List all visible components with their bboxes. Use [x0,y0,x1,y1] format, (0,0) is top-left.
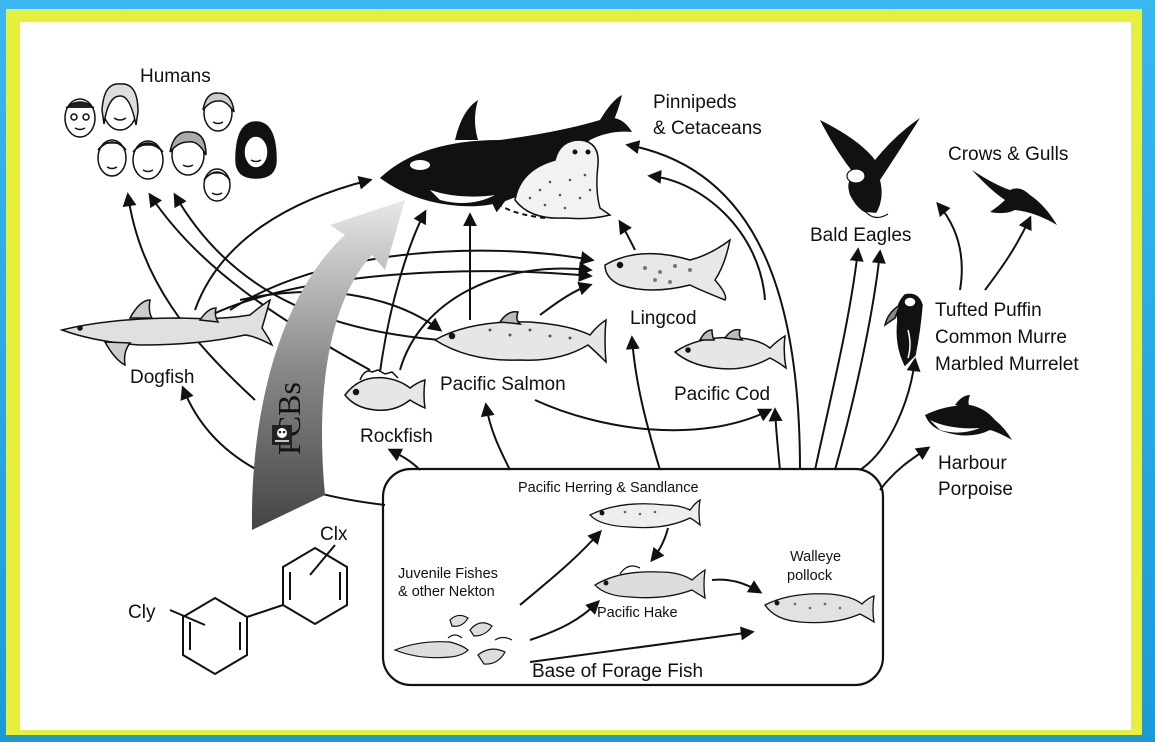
label-cetaceans: & Cetaceans [653,118,762,139]
label-rockfish: Rockfish [360,426,433,447]
arrow-hake-to-pollock [712,580,760,592]
arrow-salmon-to-lingcod [540,285,590,315]
label-cly: Cly [128,602,156,623]
human-face [65,99,95,137]
arrow-puffin-to-gulls [985,218,1030,290]
label-porpoise: Porpoise [938,479,1013,500]
arrow-juvenile-to-herring [520,532,600,605]
food-web-diagram: PCBs [20,22,1131,730]
label-pacific-cod: Pacific Cod [674,384,770,405]
label-juvenile-2: & other Nekton [398,584,495,600]
human-face [170,132,206,175]
juvenile-nekton-illustration [395,615,512,664]
arrow-forage-to-salmon [486,405,510,470]
rockfish-illustration [345,370,425,410]
bald-eagle-illustration [820,118,920,218]
arrow-herring-to-hake [652,528,668,560]
label-dogfish: Dogfish [130,367,194,388]
arrow-forage-to-eagles-1 [815,250,858,470]
human-face [102,84,138,130]
label-common-murre: Common Murre [935,327,1067,348]
label-walleye-2: pollock [787,568,833,584]
label-crows-gulls: Crows & Gulls [948,144,1068,165]
label-tufted-puffin: Tufted Puffin [935,300,1042,321]
arrow-forage-to-cod [775,410,780,470]
arrow-forage-to-eagles-2 [835,252,880,470]
arrow-juvenile-to-pollock [530,632,752,662]
label-harbour: Harbour [938,453,1007,474]
hake-illustration [595,566,705,598]
label-juvenile-1: Juvenile Fishes [398,566,498,582]
diagram-panel: PCBs [20,22,1131,730]
label-pinnipeds: Pinnipeds [653,92,736,113]
human-face [204,169,230,201]
label-pacific-herring: Pacific Herring & Sandlance [518,480,699,496]
arrow-puffin-to-crows [938,204,962,290]
label-walleye-1: Walleye [790,549,841,565]
label-humans: Humans [140,66,211,87]
salmon-illustration [435,312,606,362]
arrow-juvenile-to-hake [530,602,598,640]
humans-illustration [65,84,276,201]
arrow-forage-to-porpoise [880,448,928,490]
biphenyl-structure [170,545,347,674]
crow-illustration [972,170,1057,225]
arrow-forage-to-rockfish [390,450,420,470]
human-face [133,141,163,179]
puffin-illustration [885,294,922,365]
human-face [236,122,276,178]
label-marbled-murrelet: Marbled Murrelet [935,354,1079,375]
human-face [98,140,126,176]
porpoise-illustration [925,395,1012,440]
label-base-forage: Base of Forage Fish [532,661,703,682]
lingcod-illustration [605,240,730,300]
label-lingcod: Lingcod [630,308,697,329]
pacific-cod-illustration [675,330,786,369]
herring-illustration [590,500,700,528]
dogfish-illustration [62,300,272,365]
pcb-arrow: PCBs [252,200,405,530]
arrow-forage-to-lingcod [632,338,660,470]
label-pacific-hake: Pacific Hake [597,605,678,621]
human-face [203,93,234,131]
skull-icon [272,425,292,445]
arrow-forage-to-puffin [860,360,915,470]
label-pacific-salmon: Pacific Salmon [440,374,566,395]
label-bald-eagles: Bald Eagles [810,225,911,246]
pollock-illustration [765,594,874,623]
arrow-lingcod-to-seal [620,222,635,250]
label-clx: Clx [320,524,348,545]
